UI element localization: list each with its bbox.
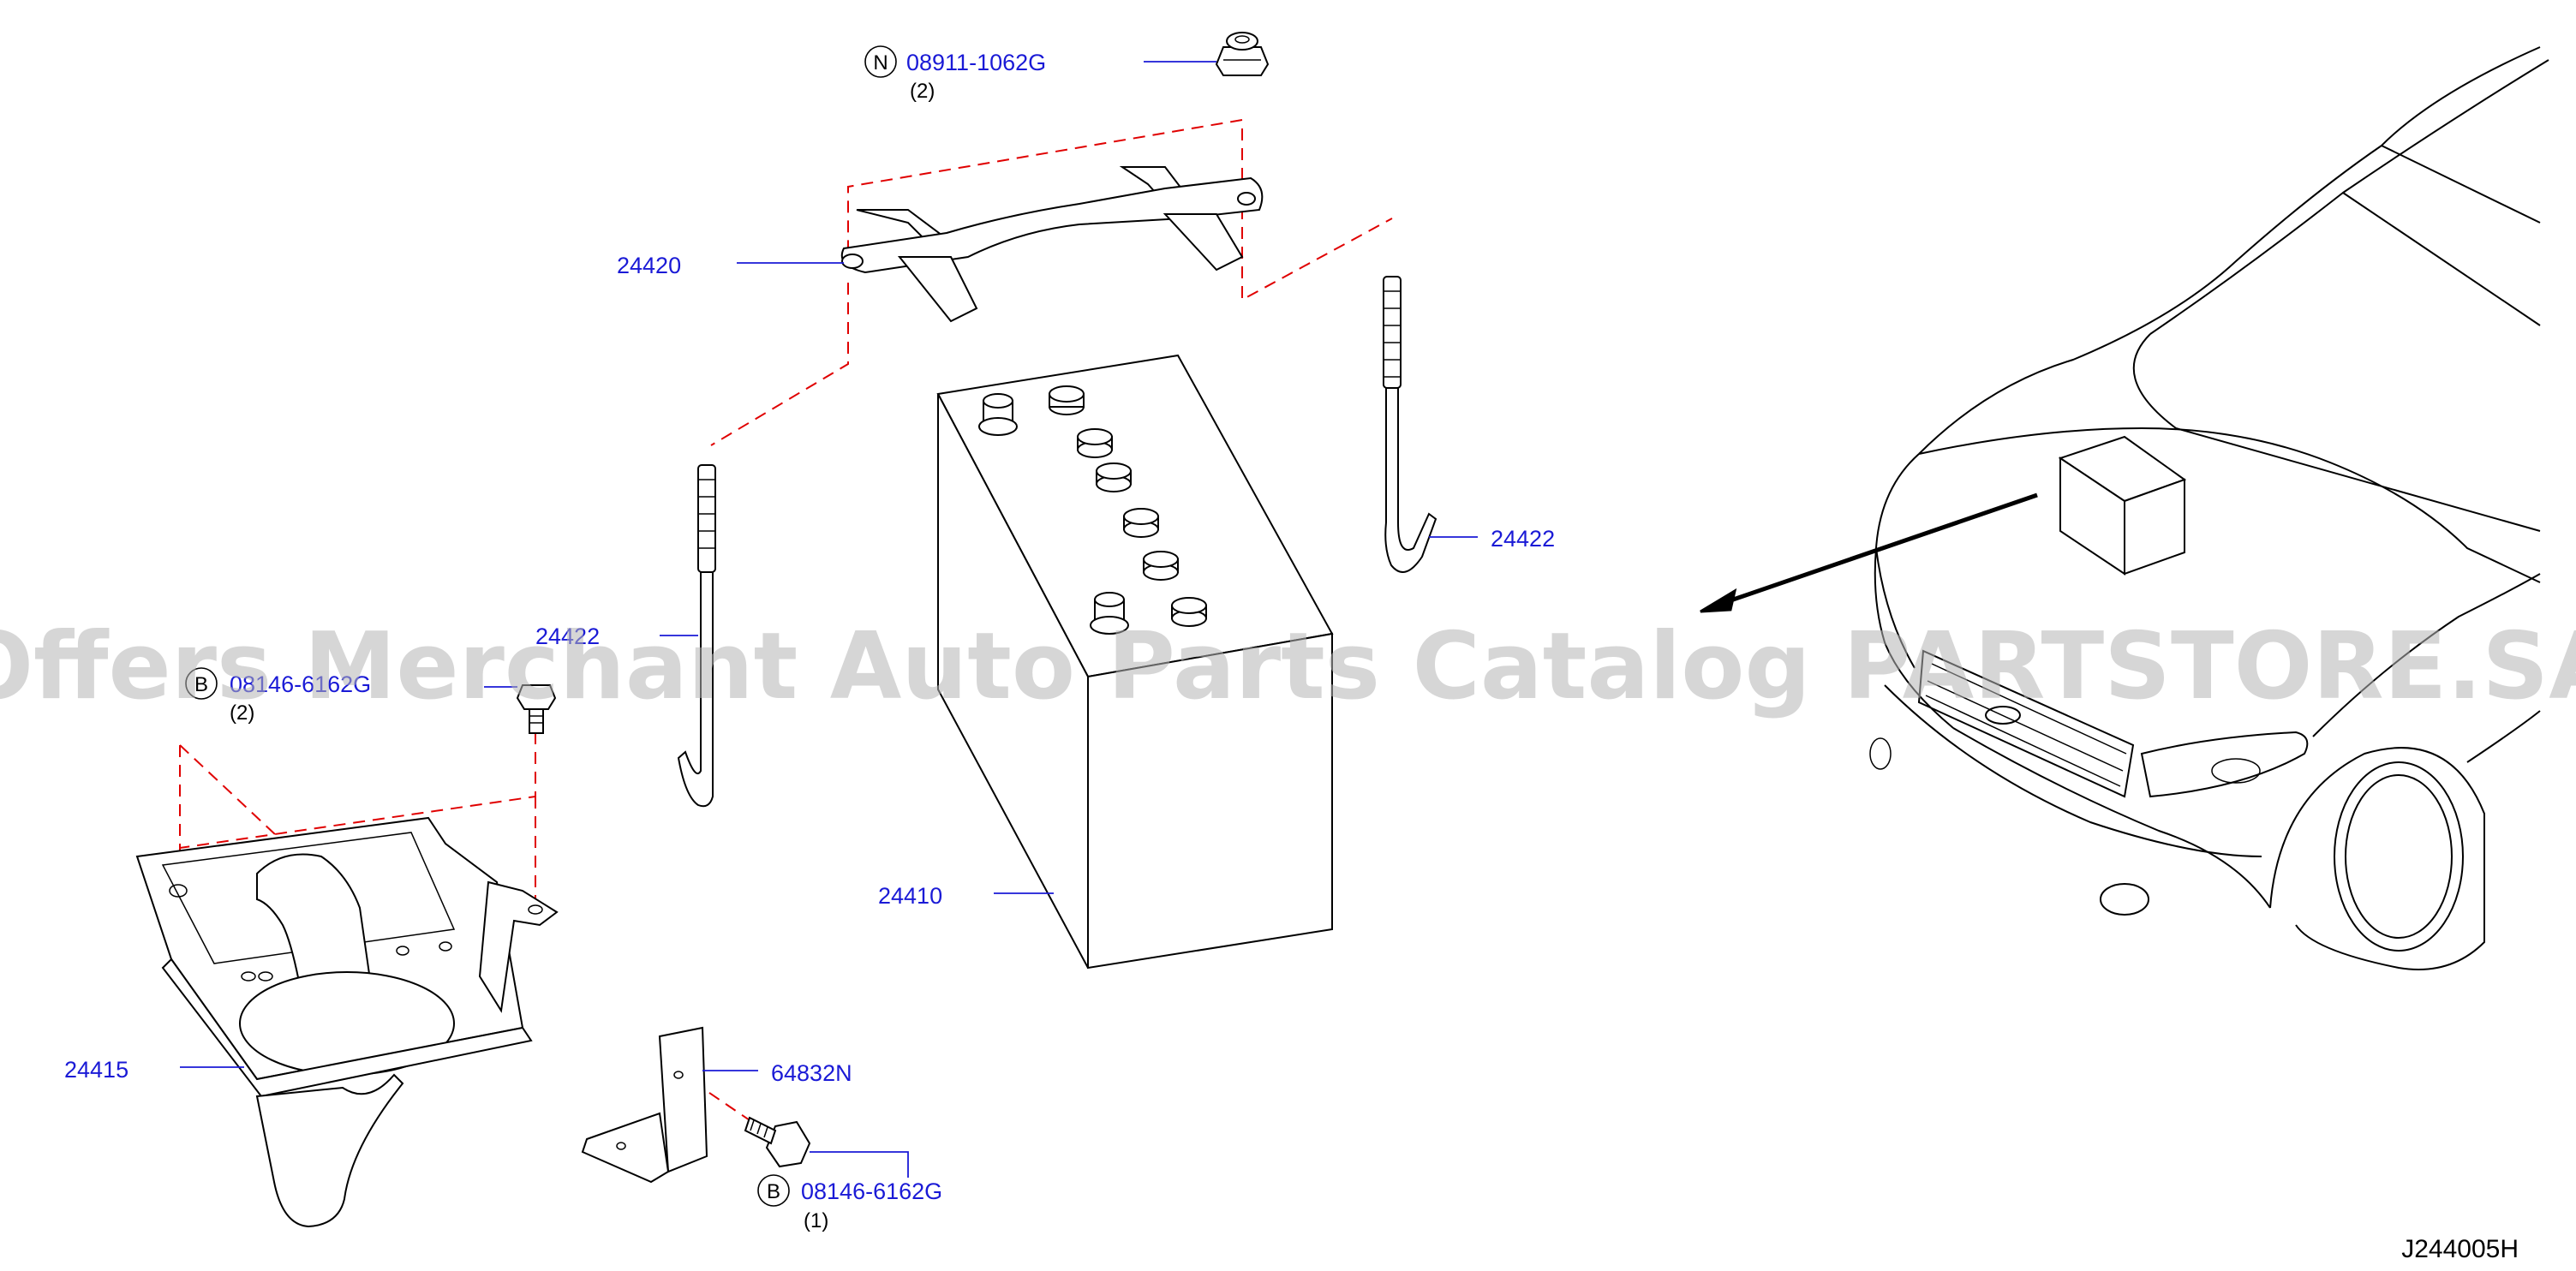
callout-bolt-left[interactable]: B 08146-6162G (2) (185, 667, 371, 725)
callout-nut[interactable]: N 08911-1062G (2) (864, 45, 1046, 103)
battery-cap (1096, 462, 1132, 492)
callout-circle (864, 45, 897, 78)
nut-part-number[interactable]: 08911-1062G (906, 50, 1046, 75)
battery-terminal-pos (978, 393, 1018, 436)
callout-circle (757, 1174, 790, 1207)
battery-terminal-neg (1090, 592, 1129, 635)
battery-hold-down-strap[interactable] (840, 166, 1264, 323)
bolt-left-qty: (2) (230, 701, 254, 725)
battery-rod-right[interactable] (1383, 276, 1437, 573)
battery-location-box (2058, 435, 2187, 576)
bolt-left-part-number[interactable]: 08146-6162G (230, 671, 371, 697)
battery-part-number[interactable]: 24410 (878, 883, 942, 909)
battery-rod-left[interactable] (677, 464, 716, 808)
battery-tray[interactable] (135, 816, 559, 1228)
battery-cap (1077, 428, 1113, 458)
watermark: Offers Merchant Auto Parts Catalog PARTS… (0, 613, 2576, 720)
bolt-bottom-qty: (1) (804, 1209, 828, 1232)
battery-cap (1123, 508, 1159, 538)
battery-cap (1049, 385, 1085, 415)
battery[interactable] (936, 354, 1334, 970)
strap-part-number[interactable]: 24420 (617, 253, 681, 278)
callout-bolt-bottom[interactable]: B 08146-6162G (1) (757, 1174, 942, 1232)
battery-cap (1171, 597, 1207, 627)
tray-part-number[interactable]: 24415 (64, 1057, 129, 1083)
bolt-bottom-code: B (767, 1180, 780, 1203)
bolt-bottom[interactable] (744, 1116, 811, 1168)
callout-circle (185, 667, 218, 700)
bracket-part-number[interactable]: 64832N (771, 1060, 852, 1086)
rod-left-part-number[interactable]: 24422 (535, 624, 600, 649)
diagram-code: J244005H (2401, 1235, 2519, 1263)
battery-cap (1143, 551, 1179, 581)
nut-part[interactable] (1215, 32, 1270, 76)
nut-code: N (873, 51, 888, 75)
vehicle-locator-illustration (1700, 46, 2549, 970)
bracket[interactable] (581, 1026, 708, 1184)
nut-qty: (2) (910, 80, 935, 103)
bolt-bottom-part-number[interactable]: 08146-6162G (801, 1179, 942, 1204)
rod-right-part-number[interactable]: 24422 (1491, 526, 1555, 552)
bolt-left-code: B (194, 673, 208, 696)
bolt-left[interactable] (516, 684, 557, 734)
